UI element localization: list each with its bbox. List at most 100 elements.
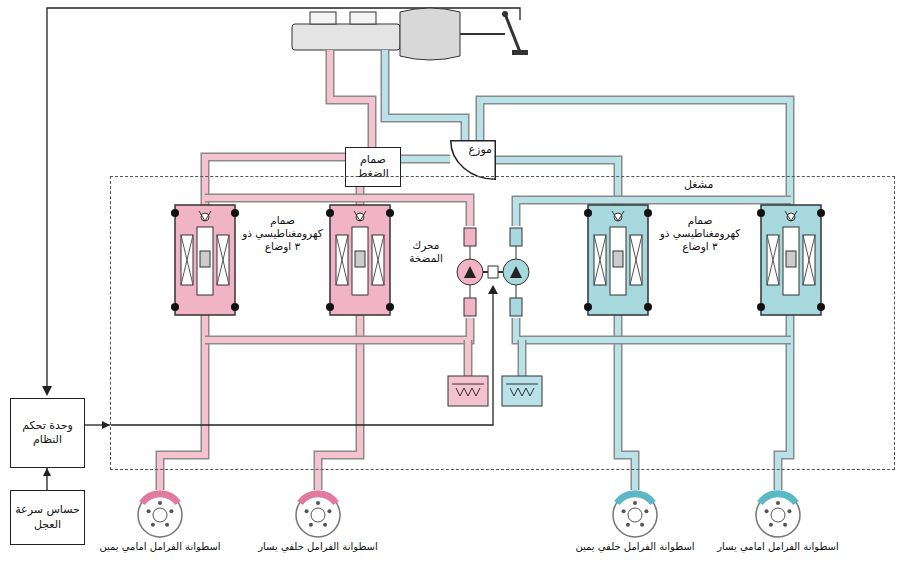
drawing-part (510, 266, 522, 278)
hydraulic-pipe (480, 100, 790, 490)
valve-label: صمام كهرومغناطيسي ذو ٣ اوضاع (240, 213, 325, 254)
actuator-region: مشغل (110, 176, 895, 470)
drawing-part (451, 141, 496, 180)
drawing-part (147, 509, 151, 513)
drawing-part (613, 493, 657, 537)
drawing-part (512, 50, 528, 55)
drawing-part (488, 266, 498, 278)
hydraulic-pipe (160, 157, 345, 490)
brake-cylinder: اسطوانة الفرامل امامي يسار (717, 490, 839, 553)
node-label: حساس سرعة العجل (14, 503, 81, 532)
drawing-part (506, 384, 538, 396)
drawing-part (457, 259, 483, 285)
drawing-part (502, 11, 508, 17)
drawing-part (584, 205, 652, 315)
drawing-part (516, 318, 791, 340)
node-label: اسطوانة الفرامل امامي يسار (717, 540, 839, 553)
brake-cylinder: اسطوانة الفرامل امامي يمين (99, 490, 220, 553)
drawing-part (516, 200, 791, 226)
drawing-part (776, 501, 780, 505)
drawing-part (153, 508, 167, 522)
brake-cylinder: اسطوانة الفرامل خلفي يمين (575, 490, 694, 553)
drawing-part (138, 493, 182, 537)
drawing-part (505, 14, 520, 52)
drawing-part (480, 100, 790, 490)
drawing-part (151, 523, 155, 527)
drawing-part (464, 228, 476, 246)
node-label: وحدة تحكم النظام (14, 419, 81, 448)
drawing-part (516, 200, 791, 226)
drawing-part (757, 205, 825, 315)
drawing-part (622, 509, 626, 513)
drawing-part (169, 509, 173, 513)
drawing-part (452, 384, 484, 396)
drawing-part (510, 298, 522, 316)
drawing-part (771, 508, 785, 522)
drawing-part (510, 228, 522, 246)
drawing-part (516, 318, 791, 340)
drawing-part (464, 298, 476, 316)
drawing-part (111, 292, 493, 425)
drawing-part (330, 50, 372, 147)
signal-wire (47, 468, 48, 490)
wheel-symbol (753, 490, 803, 540)
drawing-part (311, 508, 325, 522)
node-label: موزع (450, 140, 496, 156)
solenoid-valve (171, 205, 825, 315)
drawing-part (385, 50, 465, 140)
drawing-part (171, 205, 239, 315)
drawing-part (385, 50, 465, 140)
drawing-part (309, 523, 313, 527)
drawing-part (42, 386, 52, 396)
drawing-part (160, 157, 345, 490)
drawing-part (464, 340, 473, 376)
distributor-shape: موزع (450, 140, 496, 180)
control-unit-box: وحدة تحكم النظام (10, 398, 85, 468)
brake-cylinder: اسطوانة الفرامل خلفي يسار (258, 490, 378, 553)
signal-wire (42, 8, 520, 425)
drawing-part (326, 205, 394, 315)
node-label: اسطوانة الفرامل خلفي يمين (575, 540, 694, 553)
hydraulic-pipe (205, 50, 791, 376)
drawing-part (448, 376, 488, 406)
drawing-part (488, 285, 498, 294)
connector-line (46, 468, 47, 490)
drawing-part (460, 33, 505, 35)
drawing-part (350, 12, 376, 24)
drawing-part (640, 523, 644, 527)
drawing-part (644, 509, 648, 513)
drawing-part (205, 318, 470, 340)
wheel-symbol (135, 490, 185, 540)
connector-line (160, 157, 345, 490)
drawing-part (502, 376, 542, 406)
drawing-part (205, 318, 470, 340)
drawing-part (47, 8, 520, 394)
drawing-part (503, 259, 529, 285)
drawing-part (296, 493, 340, 537)
node-label: مشغل (681, 178, 716, 191)
drawing-part (519, 340, 525, 376)
drawing-part (400, 8, 460, 60)
node-label: صمام الضغط (349, 153, 397, 182)
drawing-part (783, 523, 787, 527)
drawing-part (628, 508, 642, 522)
wheel-symbol (610, 490, 660, 540)
drawing-part (769, 523, 773, 527)
drawing-part (465, 340, 471, 376)
drawing-part (756, 493, 800, 537)
drawing-part (518, 340, 527, 376)
connector-line (85, 424, 110, 425)
motor-label: محرك المضخة (398, 238, 454, 266)
node-label: اسطوانة الفرامل خلفي يسار (258, 540, 378, 553)
sensor-box: حساس سرعة العجل (10, 490, 85, 545)
drawing-part (787, 509, 791, 513)
drawing-part (330, 50, 372, 147)
drawing-part (327, 509, 331, 513)
drawing-part (626, 523, 630, 527)
drawing-part (401, 155, 450, 164)
wheel-symbol (293, 490, 343, 540)
signal-wire (85, 425, 110, 426)
connector-line (480, 100, 790, 490)
pump (457, 228, 529, 316)
